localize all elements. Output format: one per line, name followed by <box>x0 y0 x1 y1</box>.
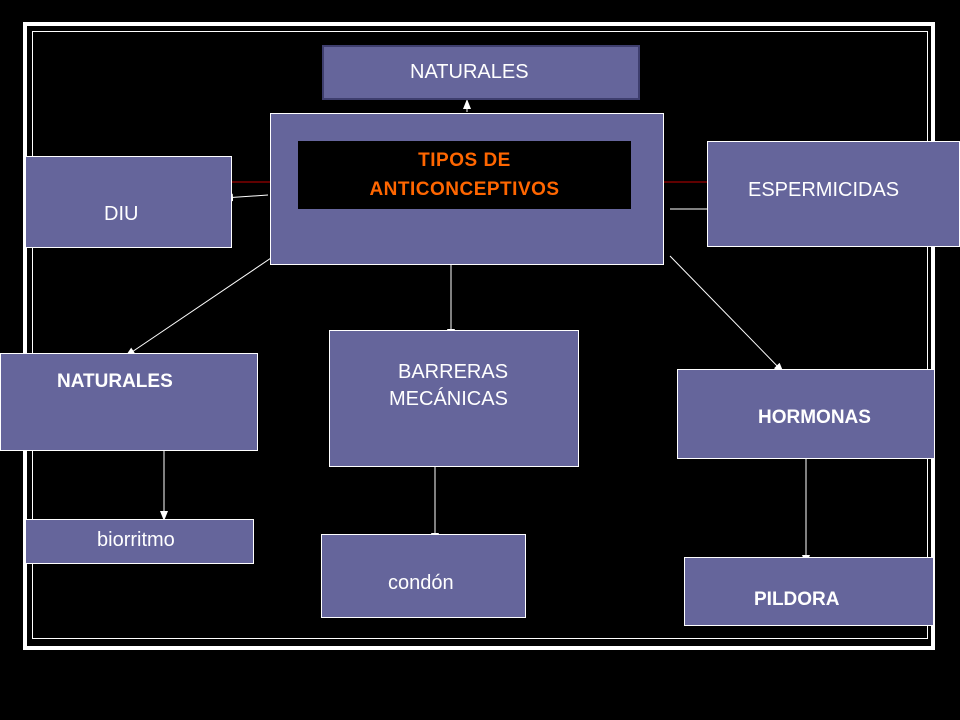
node-barreras-line1: BARRERAS <box>398 361 509 383</box>
arrow-to-hormonas <box>669 255 784 373</box>
node-hormonas-label: HORMONAS <box>758 407 871 428</box>
node-biorritmo-label: biorritmo <box>97 529 175 551</box>
central-title-line1: TIPOS DE <box>418 150 511 171</box>
node-pildora-label: PILDORA <box>754 589 840 610</box>
node-condon-label: condón <box>388 572 454 594</box>
node-espermicidas-label: ESPERMICIDAS <box>748 179 900 201</box>
node-naturales: NATURALES <box>0 353 258 451</box>
node-naturales-label: NATURALES <box>57 371 173 392</box>
node-naturales-top-label: NATURALES <box>410 61 529 83</box>
central-title: TIPOS DE ANTICONCEPTIVOS <box>369 146 559 204</box>
node-biorritmo: biorritmo <box>25 519 254 564</box>
node-diu: DIU <box>25 156 232 248</box>
central-title-box: TIPOS DE ANTICONCEPTIVOS <box>298 141 631 209</box>
node-pildora: PILDORA <box>684 557 934 626</box>
node-barreras-mecanicas: BARRERAS MECÁNICAS <box>329 330 579 467</box>
node-barreras-line2: MECÁNICAS <box>389 388 508 410</box>
node-espermicidas: ESPERMICIDAS <box>707 141 960 247</box>
node-condon: condón <box>321 534 526 618</box>
central-title-line2: ANTICONCEPTIVOS <box>369 179 560 200</box>
slide-frame-inner <box>32 31 928 639</box>
slide-frame-outer <box>23 22 935 650</box>
arrow-to-naturales <box>125 253 278 357</box>
node-naturales-top: NATURALES <box>322 45 640 100</box>
node-hormonas: HORMONAS <box>677 369 935 459</box>
node-diu-label: DIU <box>104 203 139 225</box>
